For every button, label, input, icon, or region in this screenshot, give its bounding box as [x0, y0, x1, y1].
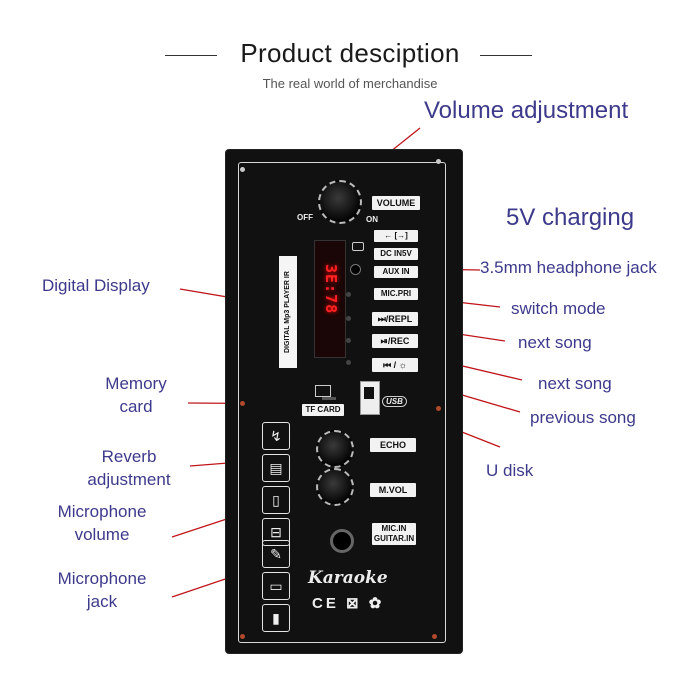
headphone-port[interactable] [350, 264, 361, 275]
fm-radio-icon: ▤ [262, 454, 290, 482]
display-digits: 3E:78 [322, 264, 340, 315]
callout-microphone-jack: Microphone jack [44, 567, 160, 613]
callout-reverb-adjustment: Reverb adjustment [74, 445, 184, 491]
previous-button[interactable] [346, 360, 351, 365]
certification-marks: CE ⊠ ✿ [312, 595, 385, 612]
on-label: ON [366, 215, 378, 224]
callout-headphone-jack: 3.5mm headphone jack [480, 258, 657, 277]
usb-stick-icon: ⊟ [262, 518, 290, 546]
screw-top-right [436, 159, 441, 164]
callout-memory-card-line1: Memory [105, 374, 167, 393]
battery-icon: ▮ [262, 604, 290, 632]
mic-pri-tag: MIC.PRI [374, 288, 418, 300]
screw-mid-right [436, 406, 441, 411]
mode-button[interactable] [346, 292, 351, 297]
callout-mic-jack-line2: jack [86, 592, 118, 611]
screw-top-left [240, 167, 245, 172]
next-button[interactable] [346, 316, 351, 321]
callout-memory-card-line2: card [119, 397, 153, 416]
bluetooth-icon: ↯ [262, 422, 290, 450]
mic-volume-tag: M.VOL [370, 483, 416, 497]
tf-card-icon [315, 385, 331, 397]
mic-in-label: MIC.IN [381, 524, 407, 533]
callout-next-song-1: next song [518, 333, 592, 352]
device-icon: ▯ [262, 486, 290, 514]
tf-card-tag: TF CARD [302, 404, 344, 416]
dc-in-tag: DC IN5V [374, 248, 418, 260]
screw-bottom-left [240, 634, 245, 639]
panel-border [238, 162, 446, 643]
usb-port-inner [364, 387, 374, 399]
usb-label: USB [382, 396, 407, 407]
digital-display [314, 240, 346, 358]
phone-icon: ▭ [262, 572, 290, 600]
play-pause-button[interactable] [346, 338, 351, 343]
volume-tag: VOLUME [372, 196, 420, 210]
echo-knob[interactable] [316, 430, 354, 468]
callout-previous-song: previous song [530, 408, 636, 427]
callout-microphone-volume: Microphone volume [44, 500, 160, 546]
title-divider-right [480, 55, 532, 56]
amplifier-panel [226, 150, 462, 653]
callout-reverb-line2: adjustment [87, 470, 171, 489]
callout-mic-jack-line1: Microphone [57, 569, 147, 588]
callout-u-disk: U disk [486, 461, 534, 480]
guitar-in-label: GUITAR.IN [373, 534, 415, 543]
echo-tag: ECHO [370, 438, 416, 452]
prev-tag: ⏮ / ☼ [372, 358, 418, 372]
screw-mid-left [240, 401, 245, 406]
karaoke-logo: Karaoke [308, 568, 388, 588]
off-label: OFF [297, 213, 313, 222]
callout-digital-display: Digital Display [42, 276, 150, 295]
tf-card-slot[interactable] [322, 397, 336, 400]
page-subtitle: The real world of merchandise [262, 76, 438, 91]
callout-switch-mode: switch mode [511, 299, 606, 318]
input-arrow-tag: ← [→] [374, 230, 418, 242]
mic-guitar-in-tag: MIC.IN GUITAR.IN [372, 523, 416, 545]
page-title: Product desciption [240, 38, 460, 68]
volume-knob[interactable] [318, 180, 362, 224]
microphone-icon: ✎ [262, 540, 290, 568]
callout-mic-volume-line1: Microphone [57, 502, 147, 521]
callout-memory-card: Memory card [82, 372, 190, 418]
repl-tag: ⏭/REPL [372, 312, 418, 326]
micro-usb-port[interactable] [352, 242, 364, 251]
callout-next-song-2: next song [538, 374, 612, 393]
callout-5v-charging: 5V charging [506, 204, 635, 231]
callout-mic-volume-line2: volume [74, 525, 130, 544]
aux-in-tag: AUX IN [374, 266, 418, 278]
callout-reverb-line1: Reverb [101, 447, 157, 466]
microphone-jack[interactable] [330, 529, 354, 553]
screw-bottom-right [432, 634, 437, 639]
rec-tag: ⏯/REC [372, 334, 418, 348]
callout-volume-adjustment: Volume adjustment [424, 97, 629, 124]
mic-volume-knob[interactable] [316, 468, 354, 506]
player-side-label: DIGITAL Mp3 PLAYER IR [279, 256, 297, 368]
title-divider-left [165, 55, 217, 56]
